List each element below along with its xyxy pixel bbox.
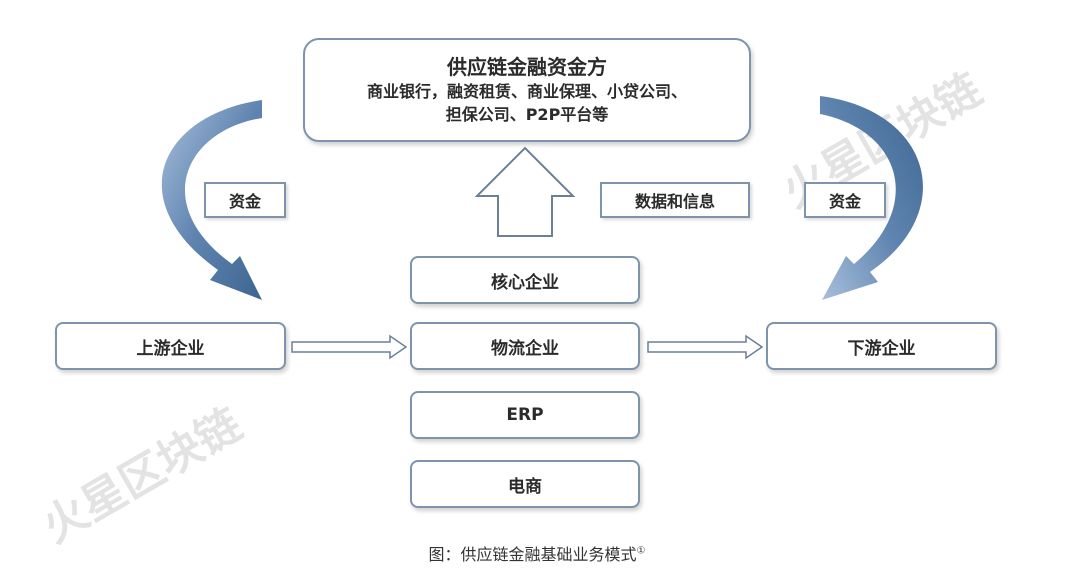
- curved-arrow-right: [820, 96, 923, 300]
- upstream-enterprise-box: 上游企业: [55, 322, 286, 370]
- funder-line-2: 担保公司、P2P平台等: [445, 105, 609, 124]
- funder-box: 供应链金融资金方 商业银行，融资租赁、商业保理、小贷公司、 担保公司、P2P平台…: [303, 38, 751, 142]
- data-info-label: 数据和信息: [600, 182, 750, 218]
- caption-text: 图：供应链金融基础业务模式: [428, 545, 637, 564]
- funder-line-1: 商业银行，融资租赁、商业保理、小贷公司、: [366, 82, 687, 101]
- erp-box: ERP: [410, 391, 640, 439]
- figure-caption: 图：供应链金融基础业务模式①: [0, 541, 1074, 565]
- ecommerce-box: 电商: [410, 460, 640, 508]
- right-arrow-left: [291, 334, 408, 360]
- up-arrow: [474, 146, 576, 237]
- right-arrow-right: [647, 334, 764, 360]
- funder-title: 供应链金融资金方: [447, 55, 607, 79]
- caption-note: ①: [636, 545, 646, 557]
- downstream-enterprise-box: 下游企业: [766, 322, 997, 370]
- logistics-enterprise-box: 物流企业: [410, 322, 640, 370]
- curved-arrow-left: [161, 100, 262, 300]
- funds-label-left: 资金: [204, 182, 286, 218]
- core-enterprise-box: 核心企业: [410, 256, 640, 304]
- funds-label-right: 资金: [804, 182, 886, 218]
